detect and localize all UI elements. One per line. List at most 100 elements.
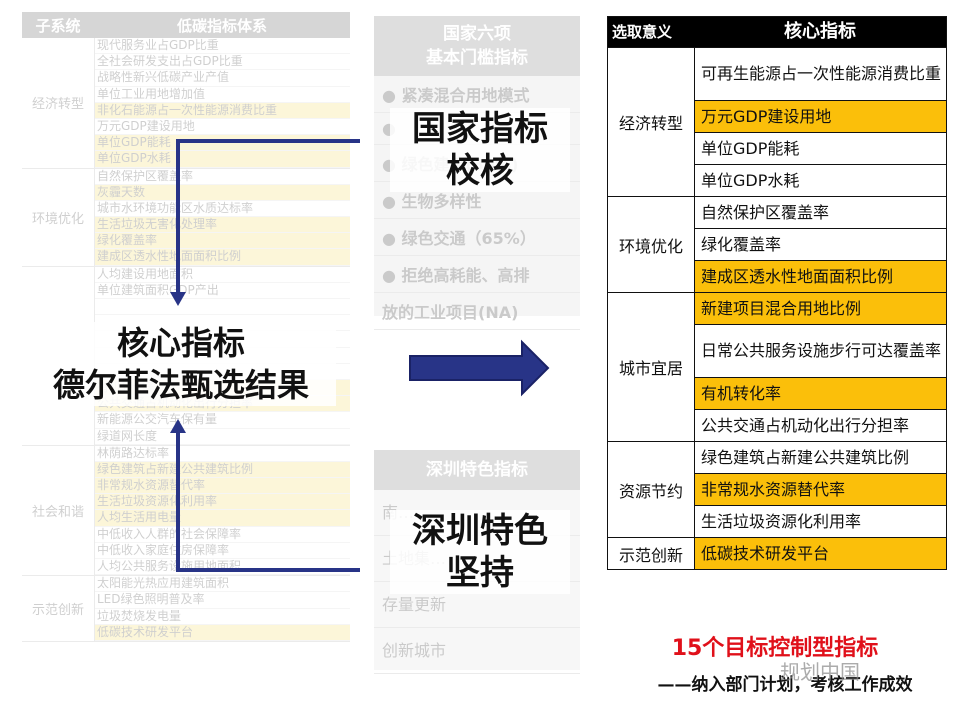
left-indicator: 生活垃圾无害化处理率	[95, 217, 350, 234]
left-group-items: 自然保护区覆盖率灰霾天数城市水环境功能区水质达标率生活垃圾无害化处理率绿化覆盖率…	[95, 169, 350, 266]
left-indicator: 万元GDP建设用地	[95, 119, 350, 136]
right-group: 环境优化自然保护区覆盖率绿化覆盖率建成区透水性地面面积比例	[608, 196, 946, 292]
core-indicator-cell: 绿化覆盖率	[695, 228, 946, 260]
left-indicator: 自然保护区覆盖率	[95, 169, 350, 185]
left-group-name: 示范创新	[22, 576, 95, 641]
right-arrow-icon	[409, 339, 550, 397]
right-group-cells: 自然保护区覆盖率绿化覆盖率建成区透水性地面面积比例	[695, 197, 946, 292]
left-indicator: 灰霾天数	[95, 184, 350, 201]
left-indicator: 绿化覆盖率	[95, 233, 350, 250]
down-arrowhead	[170, 292, 186, 306]
core-indicator-cell: 非常规水资源替代率	[695, 473, 946, 505]
national-check-line2: 校核	[446, 151, 514, 191]
left-indicator: LED绿色照明普及率	[95, 592, 350, 609]
shenzhen-line1: 深圳特色	[412, 511, 548, 551]
left-group-name: 社会和谐	[22, 445, 95, 576]
national-row: 放的工业项目(NA)	[374, 293, 580, 330]
footer-subtitle: ——纳入部门计划，考核工作成效	[657, 675, 913, 695]
left-header-cell: 子系统	[35, 16, 81, 35]
core-indicator-cell: 日常公共服务设施步行可达覆盖率	[695, 324, 946, 377]
core-indicator-cell: 单位GDP能耗	[695, 132, 946, 164]
right-group-name: 城市宜居	[608, 293, 695, 441]
left-indicator: 太阳能光热应用建筑面积	[95, 576, 350, 593]
core-indicator-cell: 生活垃圾资源化利用率	[695, 505, 946, 537]
left-group: 环境优化自然保护区覆盖率灰霾天数城市水环境功能区水质达标率生活垃圾无害化处理率绿…	[22, 168, 350, 267]
national-header-line: 基本门槛指标	[426, 48, 528, 68]
footer-title: 15个目标控制型指标	[671, 636, 879, 661]
core-indicator-cell: 有机转化率	[695, 377, 946, 409]
left-indicator: 非化石能源占一次性能源消费比重	[95, 102, 350, 119]
core-line1: 核心指标	[116, 324, 245, 362]
right-group: 资源节约绿色建筑占新建公共建筑比例非常规水资源替代率生活垃圾资源化利用率	[608, 441, 946, 537]
national-check-label: 国家指标 校核	[390, 108, 570, 192]
core-indicator-cell: 低碳技术研发平台	[695, 538, 946, 569]
left-indicator: 单位工业用地增加值	[95, 87, 350, 103]
national-row: ● 绿色交通（65%）	[374, 219, 580, 256]
up-arrowhead	[170, 419, 186, 433]
shenzhen-row: 存量更新	[374, 582, 580, 628]
left-indicator: 单位GDP水耗	[95, 151, 350, 168]
left-indicator: 单位建筑面积GDP产出	[95, 283, 350, 299]
right-group-cells: 绿色建筑占新建公共建筑比例非常规水资源替代率生活垃圾资源化利用率	[695, 442, 946, 537]
left-indicator: 生活垃圾资源化利用率	[95, 494, 350, 511]
left-indicator: 人均生活用电量	[95, 510, 350, 527]
right-group-name: 环境优化	[608, 197, 695, 292]
core-indicator-label: 核心指标 德尔菲法甄选结果	[26, 322, 336, 406]
left-group: 社会和谐林荫路达标率绿色建筑占新建公共建筑比例非常规水资源替代率生活垃圾资源化利…	[22, 445, 350, 577]
core-indicator-cell: 单位GDP水耗	[695, 164, 946, 196]
shenzhen-row: 创新城市	[374, 628, 580, 674]
left-group-items: 现代服务业占GDP比重全社会研发支出占GDP比重战略性新兴低碳产业产值单位工业用…	[95, 38, 350, 168]
core-indicator-cell: 新建项目混合用地比例	[695, 293, 946, 324]
left-indicator: 低碳技术研发平台	[95, 624, 350, 641]
national-check-line1: 国家指标	[412, 109, 548, 149]
core-indicator-cell: 万元GDP建设用地	[695, 100, 946, 132]
left-indicator: 新能源公交汽车保有量	[95, 412, 350, 429]
core-indicator-table: 选取意义 核心指标经济转型可再生能源占一次性能源消费比重万元GDP建设用地单位GD…	[607, 16, 947, 570]
left-group-name: 环境优化	[22, 168, 95, 266]
top-connector	[176, 139, 360, 300]
core-indicator-cell: 可再生能源占一次性能源消费比重	[701, 64, 942, 83]
right-group-cells: 低碳技术研发平台	[695, 538, 946, 569]
right-group: 经济转型可再生能源占一次性能源消费比重万元GDP建设用地单位GDP能耗单位GDP…	[608, 47, 946, 196]
core-indicator-cell: 公共交通占机动化出行分担率	[695, 409, 946, 441]
left-indicator: 中低收入家庭住房保障率	[95, 543, 350, 559]
core-indicator-cell: 建成区透水性地面面积比例	[695, 260, 946, 292]
national-row: ● 生物多样性	[374, 182, 580, 219]
core-indicator-cell: 自然保护区覆盖率	[701, 202, 830, 222]
left-indicator: 绿色建筑占新建公共建筑比例	[95, 461, 350, 479]
core-line2: 德尔菲法甄选结果	[52, 366, 309, 404]
shenzhen-keep-label: 深圳特色 坚持	[390, 510, 570, 594]
left-indicator: 中低收入人群的社会保障率	[95, 527, 350, 543]
right-group: 示范创新低碳技术研发平台	[608, 537, 946, 569]
watermark: 规划中国	[780, 660, 860, 684]
header-significance: 选取意义	[612, 23, 673, 41]
left-indicator: 城市水环境功能区水质达标率	[95, 201, 350, 218]
left-header-cell: 低碳指标体系	[176, 16, 267, 35]
national-row: ● 拒绝高耗能、高排	[374, 256, 580, 293]
left-table-header: 子系统 低碳指标体系	[22, 12, 350, 38]
right-group-name: 示范创新	[608, 538, 695, 569]
bottom-connector	[176, 425, 360, 572]
low-carbon-indicator-table: 子系统 低碳指标体系经济转型现代服务业占GDP比重全社会研发支出占GDP比重战略性…	[22, 12, 350, 642]
left-indicator	[95, 299, 350, 316]
left-indicator: 全社会研发支出占GDP比重	[95, 54, 350, 71]
shenzhen-line2: 坚持	[446, 553, 514, 593]
right-group-cells: 可再生能源占一次性能源消费比重万元GDP建设用地单位GDP能耗单位GDP水耗	[695, 48, 946, 196]
left-group-name: 经济转型	[22, 38, 95, 168]
right-group-cells: 新建项目混合用地比例日常公共服务设施步行可达覆盖率有机转化率公共交通占机动化出行…	[695, 293, 946, 441]
core-indicator-cell: 绿色建筑占新建公共建筑比例	[701, 447, 910, 467]
left-indicator: 垃圾焚烧发电量	[95, 609, 350, 625]
national-header: 国家六项基本门槛指标	[374, 16, 580, 76]
left-indicator: 绿道网长度	[95, 429, 350, 445]
right-group-name: 资源节约	[608, 442, 695, 537]
header-core: 核心指标	[784, 21, 856, 42]
right-group-name: 经济转型	[608, 48, 695, 196]
left-indicator: 战略性新兴低碳产业产值	[95, 70, 350, 87]
left-indicator: 人均建设用地面积	[95, 267, 350, 283]
left-group: 经济转型现代服务业占GDP比重全社会研发支出占GDP比重战略性新兴低碳产业产值单…	[22, 38, 350, 169]
shenzhen-header: 深圳特色指标	[374, 450, 580, 490]
left-indicator: 建成区透水性地面面积比例	[95, 249, 350, 266]
